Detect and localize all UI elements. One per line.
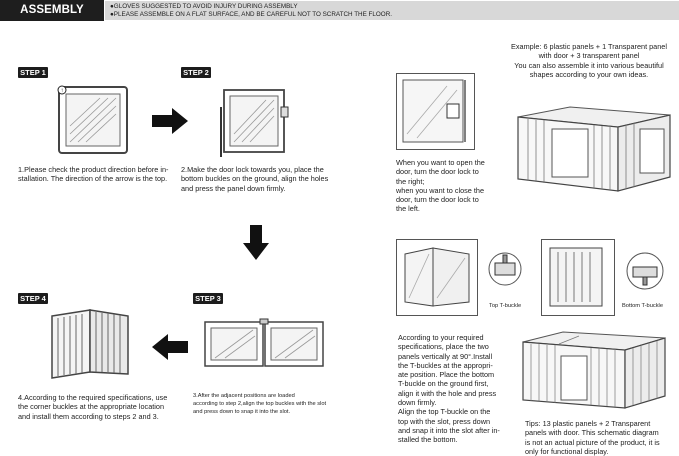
page-title: ASSEMBLY METHOD: [0, 0, 104, 37]
safety-note-gloves: ●GLOVES SUGGESTED TO AVOID INJURY DURING…: [110, 3, 298, 10]
door-lock-illustration: [396, 73, 475, 150]
bottom-t-buckle-detail: [626, 252, 664, 290]
large-playpen-illustration: [522, 331, 666, 409]
door-instructions: When you want to open the door, turn the…: [396, 158, 485, 214]
arrow-right-icon: [152, 108, 188, 134]
tips-text: Tips: 13 plastic panels + 2 Transparent …: [525, 419, 660, 456]
svg-text:↑: ↑: [61, 88, 64, 94]
step-2-instructions: 2.Make the door lock towards you, place …: [181, 165, 329, 193]
step-3-instructions: 3.After the adjacent positions are loade…: [193, 393, 327, 415]
example-description: Example: 6 plastic panels + 1 Transparen…: [511, 42, 667, 79]
example-playpen-illustration: [517, 106, 671, 192]
buckle-joining-illustration: [396, 239, 478, 316]
step-4-corner-illustration: [51, 309, 129, 379]
step-4-badge: STEP 4: [18, 293, 48, 304]
buckle-instructions: According to your required specification…: [398, 333, 500, 445]
step-1-instructions: 1.Please check the product direction bef…: [18, 165, 169, 184]
step-2-panel-illustration: [220, 89, 289, 157]
door-panel-buckle-illustration: [541, 239, 615, 316]
top-t-buckle-label: Top T-buckle: [489, 303, 522, 309]
step-4-instructions: 4.According to the required specificatio…: [18, 393, 168, 421]
arrow-down-icon: [243, 225, 269, 260]
bottom-t-buckle-label: Bottom T-buckle: [622, 303, 663, 309]
step-1-panel-illustration: ↑: [57, 85, 128, 154]
safety-note-surface: ●PLEASE ASSEMBLE ON A FLAT SURFACE, AND …: [110, 11, 392, 18]
step-2-badge: STEP 2: [181, 67, 211, 78]
step-3-joined-panels-illustration: [204, 318, 324, 367]
top-t-buckle-detail: [488, 252, 522, 286]
arrow-left-icon: [152, 334, 188, 360]
step-1-badge: STEP 1: [18, 67, 48, 78]
safety-notes-bar: [105, 1, 679, 20]
step-3-badge: STEP 3: [193, 293, 223, 304]
